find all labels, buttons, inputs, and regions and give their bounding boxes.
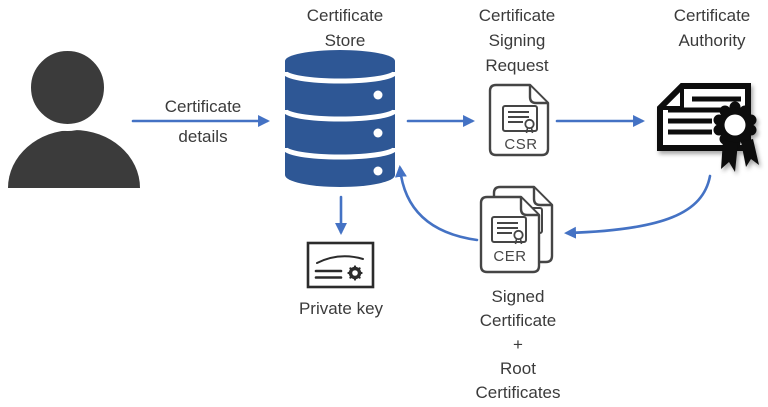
- certificate-authority-title-line2: Authority: [678, 31, 746, 50]
- database-icon: [282, 50, 398, 187]
- signed-certificate-label-line4: Root: [500, 359, 536, 378]
- certificate-details-label-line2: details: [178, 127, 228, 146]
- signed-certificate-label-line3: +: [513, 335, 523, 354]
- signed-certificate-label-line5: Certificates: [475, 383, 561, 402]
- certificate-details-label: Certificate details: [165, 92, 242, 152]
- private-key-label: Private key: [298, 299, 384, 318]
- csr-doc-label: CSR: [504, 136, 538, 153]
- csr-document-icon: [488, 83, 550, 157]
- certificate-store-title-line2: Store: [324, 31, 366, 50]
- csr-title-line3: Request: [485, 56, 549, 75]
- signed-certificate-label-line2: Certificate: [479, 311, 557, 330]
- certificate-store-title-line1: Certificate: [306, 6, 384, 25]
- csr-title: Certificate Signing Request: [479, 3, 556, 78]
- certificate-authority-icon: [657, 83, 759, 172]
- rosette-seal: [713, 101, 759, 172]
- private-key-icon: [306, 241, 375, 289]
- arrow-signed-cert-to-store: [394, 165, 479, 242]
- certificate-store-title: Certificate Store: [307, 3, 384, 53]
- cer-doc-label: CER: [493, 248, 527, 265]
- flow-arrows: [131, 115, 712, 242]
- signed-certificate-label: Signed Certificate + Root Certificates: [475, 285, 560, 405]
- certificate-authority-title-line1: Certificate: [673, 6, 751, 25]
- csr-title-line1: Certificate: [478, 6, 556, 25]
- certificate-details-label-line1: Certificate: [164, 97, 242, 116]
- arrow-ca-to-signed-cert: [564, 174, 712, 239]
- certificate-authority-title: Certificate Authority: [674, 3, 751, 53]
- cer-documents-icon: [479, 185, 554, 274]
- csr-title-line2: Signing: [488, 31, 546, 50]
- gear-glyph: [347, 265, 363, 281]
- person-icon: [8, 44, 140, 188]
- signed-certificate-label-line1: Signed: [491, 287, 545, 306]
